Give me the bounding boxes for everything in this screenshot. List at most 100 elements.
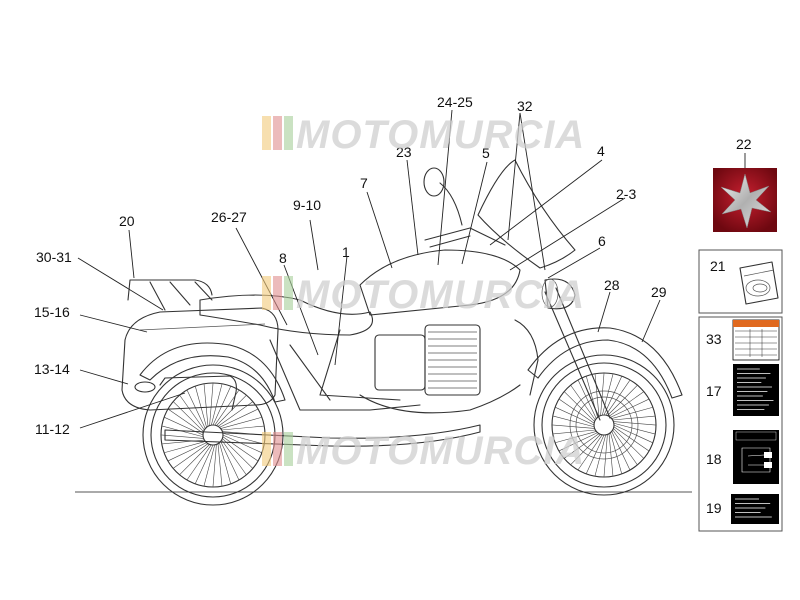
frame (269, 329, 421, 411)
wheel-spoke (552, 429, 596, 435)
callout-8: 8 (279, 250, 287, 266)
callout-9-10: 9-10 (293, 197, 321, 213)
windshield (477, 159, 576, 269)
wheel-spoke (600, 372, 605, 416)
callout-11-12: 11-12 (35, 421, 70, 437)
wheel-spoke (613, 421, 657, 426)
wheel-spoke (613, 428, 645, 459)
watermarks: MOTOMURCIA MOTOMURCIA MOTOMURCIA (262, 113, 585, 473)
front-wheel (533, 354, 675, 496)
wheel-spoke (610, 398, 650, 418)
motorcycle-drawing (121, 159, 683, 506)
luggage-rack (127, 279, 213, 311)
wheel-spoke (220, 441, 240, 481)
emblem-decal (713, 168, 777, 232)
wheel-spoke (172, 443, 209, 469)
callout-20: 20 (119, 213, 135, 229)
callout-22: 22 (736, 136, 752, 152)
wheel-spoke (613, 422, 656, 435)
wheel-spoke (222, 438, 254, 469)
wheel-spoke (179, 444, 210, 476)
wheel-spoke (222, 436, 259, 462)
callout-2-3: 2-3 (616, 186, 636, 202)
wheel-spoke (611, 406, 653, 419)
wheel-spoke (603, 434, 608, 478)
rear-crash-bar (159, 375, 237, 411)
exhaust-pipe (164, 424, 481, 447)
callout-7: 7 (360, 175, 368, 191)
wheel-spoke (186, 444, 212, 481)
wheel-spoke (607, 384, 638, 416)
wheel-spoke (212, 444, 217, 488)
wheel-spoke (613, 426, 650, 452)
wheel-spoke (610, 432, 623, 474)
callout-19: 19 (706, 500, 722, 516)
wheel-spoke (577, 434, 603, 471)
wheel-spoke (203, 383, 209, 427)
wheel-spoke (194, 444, 214, 484)
callout-30-31: 30-31 (36, 249, 72, 265)
callout-17: 17 (706, 383, 722, 399)
wheel-spoke (552, 415, 595, 428)
callout-13-14: 13-14 (34, 361, 70, 377)
callout-33: 33 (706, 331, 722, 347)
saddlebag (121, 307, 279, 411)
callout-32: 32 (517, 98, 533, 114)
callout-1: 1 (342, 244, 350, 260)
wheel-spoke (555, 406, 595, 426)
callout-24-25: 24-25 (437, 94, 473, 110)
wheel-spoke (558, 432, 598, 452)
wheel-spoke (167, 442, 207, 462)
wheel-spoke (601, 373, 614, 416)
mirror (423, 167, 445, 197)
callout-21: 21 (710, 258, 726, 274)
wheel-spoke (160, 434, 204, 439)
wiring-label (733, 430, 779, 484)
callout-28: 28 (604, 277, 620, 293)
wheel-spoke (217, 443, 223, 487)
part-21-box (698, 249, 783, 314)
wheel-spoke (221, 439, 247, 476)
wheel-spoke (611, 431, 631, 471)
wheel-spoke (605, 379, 631, 416)
warning-label (733, 364, 779, 416)
mirror-stem (439, 182, 463, 226)
wheel-spoke (219, 408, 259, 428)
wheel-spoke (210, 383, 223, 426)
wheel-spoke (570, 434, 601, 466)
watermark-middle: MOTOMURCIA (262, 273, 584, 317)
leader-lines (77, 109, 661, 429)
wheel-spoke (186, 389, 206, 429)
wheel-spoke (203, 444, 216, 487)
callout-15-16: 15-16 (34, 304, 70, 320)
fuel-tank (359, 249, 521, 316)
wheel-spoke (558, 398, 595, 424)
wheel-spoke (551, 424, 595, 429)
watermark-top: MOTOMURCIA (262, 113, 585, 157)
wheel-spoke (570, 384, 596, 421)
star-icon (720, 173, 772, 229)
svg-text:MOTOMURCIA: MOTOMURCIA (296, 113, 585, 157)
wheel-spoke (594, 434, 607, 477)
wheel-spoke (222, 432, 265, 445)
tail-light (134, 381, 156, 393)
wheel-spoke (212, 386, 232, 426)
wheel-spoke (216, 394, 247, 426)
wheel-spoke (613, 424, 653, 444)
tyre-pressure-label (732, 319, 780, 361)
wheel-spoke (167, 408, 204, 434)
wheel-spoke (221, 425, 265, 431)
watermark-bottom: MOTOMURCIA (262, 429, 584, 473)
wheel-spoke (563, 433, 600, 459)
headlight (544, 278, 576, 310)
wheel-spoke (563, 391, 595, 422)
wheel-spoke (194, 386, 207, 428)
front-crash-bar (514, 319, 539, 396)
wheel-spoke (585, 434, 605, 474)
wheel-spoke (612, 429, 638, 466)
wheel-spoke (612, 415, 656, 421)
wheel-spoke (219, 442, 232, 484)
callout-29: 29 (651, 284, 667, 300)
wheel-spoke (555, 431, 597, 444)
